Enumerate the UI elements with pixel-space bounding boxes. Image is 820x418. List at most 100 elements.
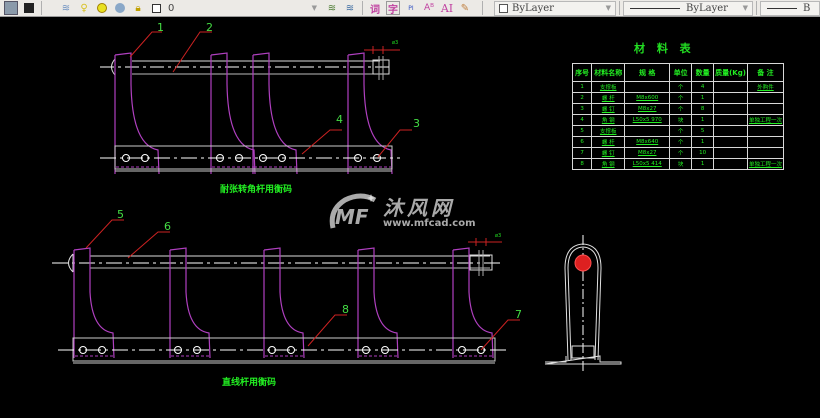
table-row: 1 支撑板 个 4 外购件	[571, 81, 785, 93]
table-cell: L50x5 970	[624, 114, 671, 126]
text-icon[interactable]: 字	[386, 1, 400, 16]
lock-icon[interactable]: 🔒︎	[135, 2, 141, 14]
table-cell	[713, 81, 748, 93]
table-cell: 3	[571, 103, 593, 115]
sun-icon[interactable]	[95, 1, 109, 15]
text-style-icon[interactable]: 词	[370, 4, 380, 16]
header-cell: 质量(Kg)	[713, 63, 748, 82]
table-cell	[713, 147, 748, 159]
layer-dropdown-arrow-icon[interactable]: ▼	[311, 4, 317, 12]
line-sample-icon	[630, 7, 680, 9]
table-cell: 1	[691, 136, 715, 148]
table-header-row: 序号 材料名称 规 格 单位 数量 质量(Kg) 备 注	[571, 63, 785, 82]
table-row: 7 螺 钉 M8x27 个 10	[571, 147, 785, 159]
table-row: 8 角 钢 L50x5 414 块 1 单独工程一次	[571, 158, 785, 170]
table-cell: 个	[669, 92, 693, 104]
table-cell: 4	[571, 114, 593, 126]
drawing-canvas[interactable]: 1 2 3 4 5 6 7 8 ø3 ø3 耐张转角杆用衡码 直线杆用衡码 材 …	[0, 18, 820, 418]
lightbulb-icon[interactable]: ♀	[80, 2, 88, 14]
watermark-url: www.mfcad.com	[383, 218, 476, 229]
header-cell: 数量	[691, 63, 715, 82]
block-icon[interactable]	[22, 1, 36, 15]
gear-icon[interactable]	[4, 1, 18, 15]
caption-bottom-assembly: 直线杆用衡码	[222, 378, 277, 388]
chevron-down-icon: ▼	[605, 4, 611, 12]
header-cell: 单位	[669, 63, 693, 82]
table-cell: 个	[669, 136, 693, 148]
table-cell	[713, 125, 748, 137]
table-cell: 1	[691, 158, 715, 170]
table-cell: 螺 杆	[591, 136, 626, 148]
table-cell: 5	[571, 125, 593, 137]
balloon-2: 2	[206, 21, 213, 34]
header-cell: 规 格	[624, 63, 671, 82]
balloon-1: 1	[157, 21, 164, 34]
table-cell: 4	[691, 81, 715, 93]
table-row: 2 螺 杆 M8x600 个 1	[571, 92, 785, 104]
table-cell: 角 钢	[591, 158, 626, 170]
layer-prev-icon[interactable]: ≋	[345, 2, 355, 14]
table-cell: 块	[669, 114, 693, 126]
balloon-7: 7	[515, 308, 522, 321]
table-row: 3 螺 钉 M8x27 个 8	[571, 103, 785, 115]
table-cell: 块	[669, 158, 693, 170]
table-cell: M8x27	[624, 103, 671, 115]
toolbar-divider	[362, 1, 363, 15]
table-cell: 螺 杆	[591, 92, 626, 104]
balloon-3: 3	[413, 117, 420, 130]
watermark-name: 沐风网	[383, 196, 455, 220]
color-swatch-icon	[499, 3, 508, 13]
table-cell: 支撑板	[591, 125, 626, 137]
table-cell: 个	[669, 81, 693, 93]
table-cell	[746, 103, 785, 115]
lineweight-dropdown-value: B	[803, 2, 811, 14]
table-cell: 10	[691, 147, 715, 159]
table-cell: 个	[669, 147, 693, 159]
table-cell	[746, 136, 785, 148]
caption-top-assembly: 耐张转角杆用衡码	[220, 185, 293, 195]
table-cell: 7	[571, 147, 593, 159]
toolbar-divider	[482, 1, 483, 15]
table-cell: 角 钢	[591, 114, 626, 126]
table-cell: L50x5 414	[624, 158, 671, 170]
table-cell	[624, 81, 671, 93]
color-dropdown[interactable]: ByLayer ▼	[494, 0, 616, 16]
balloon-5: 5	[117, 208, 124, 221]
color-dropdown-value: ByLayer	[512, 2, 554, 14]
chevron-down-icon: ▼	[742, 4, 748, 12]
table-cell: 外购件	[746, 81, 785, 93]
table-cell: 支撑板	[591, 81, 626, 93]
dimension-label-bottom: ø3	[495, 233, 502, 239]
line-sample-icon	[767, 7, 797, 9]
cad-drawing	[52, 31, 622, 372]
table-cell: 1	[691, 114, 715, 126]
ai-text-icon[interactable]: AI	[440, 1, 454, 15]
attribute-icon[interactable]: Aᴮ	[423, 3, 435, 13]
layers-icon[interactable]: ≋	[61, 2, 71, 14]
layer-state-icon[interactable]: ≋	[327, 2, 337, 14]
toolbar-divider	[41, 1, 42, 15]
linetype-dropdown[interactable]: ByLayer ▼	[623, 0, 753, 16]
svg-text:MF: MF	[335, 205, 369, 229]
table-cell	[624, 125, 671, 137]
lineweight-dropdown[interactable]: B	[760, 0, 820, 16]
table-cell	[746, 147, 785, 159]
current-layer-value[interactable]: 0	[168, 2, 175, 14]
side-view	[544, 235, 622, 372]
table-cell: 螺 钉	[591, 103, 626, 115]
header-cell: 备 注	[746, 63, 785, 82]
material-table: 序号 材料名称 规 格 单位 数量 质量(Kg) 备 注 1 支撑板 个 4 外…	[571, 63, 785, 170]
mtext-icon[interactable]: PI	[408, 4, 414, 12]
table-row: 4 角 钢 L50x5 970 块 1 单独工程一次	[571, 114, 785, 126]
freeze-icon[interactable]	[113, 1, 127, 15]
toolbar-divider	[619, 1, 620, 15]
top-assembly	[100, 31, 412, 175]
material-table-title: 材 料 表	[634, 42, 695, 55]
text-edit-icon[interactable]: ✎	[460, 2, 470, 14]
table-cell	[713, 114, 748, 126]
table-cell: 螺 钉	[591, 147, 626, 159]
color-swatch-icon[interactable]	[149, 1, 163, 15]
table-cell: 5	[691, 125, 715, 137]
table-row: 5 支撑板 个 5	[571, 125, 785, 137]
table-cell: 个	[669, 125, 693, 137]
